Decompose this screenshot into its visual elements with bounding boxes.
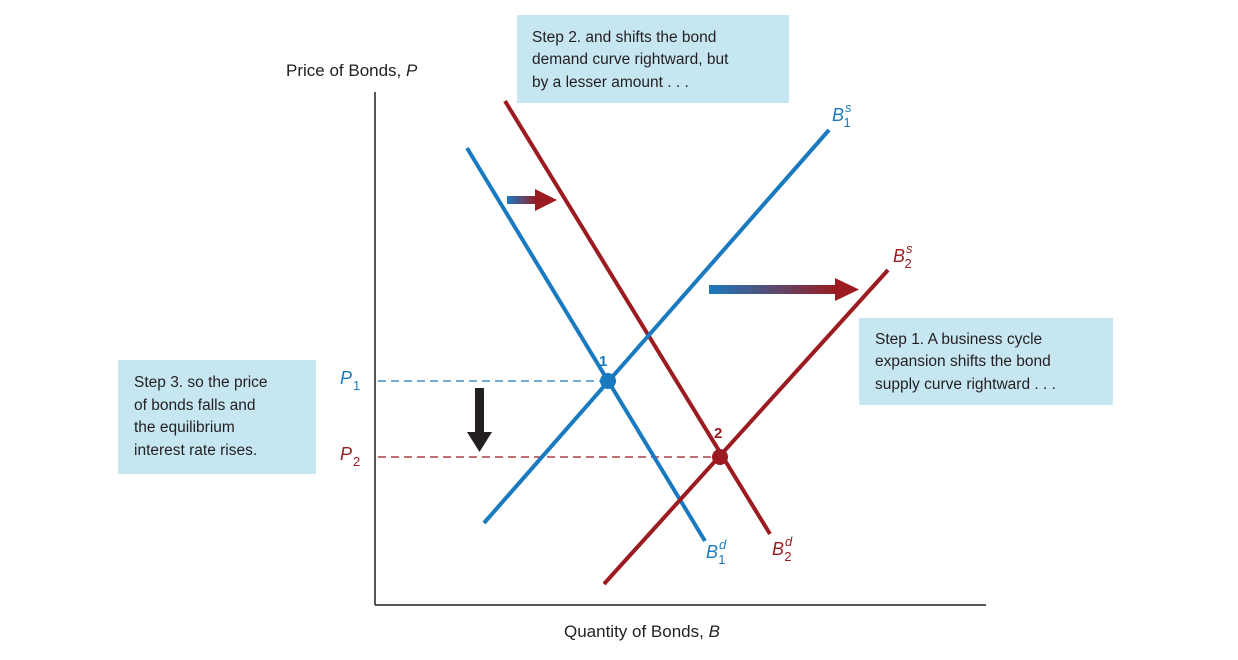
step3-line-1: Step 3. so the price bbox=[134, 374, 268, 391]
step1-line-3: supply curve rightward . . . bbox=[875, 376, 1056, 393]
step2-line-1: Step 2. and shifts the bond bbox=[532, 29, 716, 46]
y-axis-title: Price of Bonds, P bbox=[286, 61, 418, 80]
equilibrium-point-2 bbox=[712, 449, 728, 465]
price-label-p1: P1 bbox=[340, 368, 360, 393]
supply-curve-1 bbox=[482, 128, 831, 525]
step3-note: Step 3. so the price of bonds falls and … bbox=[118, 360, 316, 474]
step3-line-2: of bonds falls and bbox=[134, 397, 256, 414]
price-label-p2: P2 bbox=[340, 444, 360, 469]
step1-line-1: Step 1. A business cycle bbox=[875, 331, 1042, 348]
demand-shift-arrow bbox=[507, 189, 557, 211]
step2-line-2: demand curve rightward, but bbox=[532, 51, 729, 68]
equilibrium-point-1 bbox=[600, 373, 616, 389]
supply-shift-arrow bbox=[709, 278, 859, 301]
point-label-1: 1 bbox=[599, 353, 607, 370]
demand-curve-2 bbox=[503, 99, 772, 536]
step2-note: Step 2. and shifts the bond demand curve… bbox=[517, 15, 789, 103]
step1-note: Step 1. A business cycle expansion shift… bbox=[859, 318, 1113, 405]
step2-line-3: by a lesser amount . . . bbox=[532, 74, 689, 91]
step3-line-3: the equilibrium bbox=[134, 419, 235, 436]
step1-line-2: expansion shifts the bond bbox=[875, 353, 1051, 370]
point-label-2: 2 bbox=[714, 425, 722, 442]
demand-curve-1 bbox=[465, 146, 707, 543]
x-axis-title: Quantity of Bonds, B bbox=[564, 622, 720, 641]
step3-line-4: interest rate rises. bbox=[134, 442, 257, 459]
price-fall-arrow bbox=[467, 388, 492, 452]
supply-curve-2 bbox=[602, 268, 890, 586]
